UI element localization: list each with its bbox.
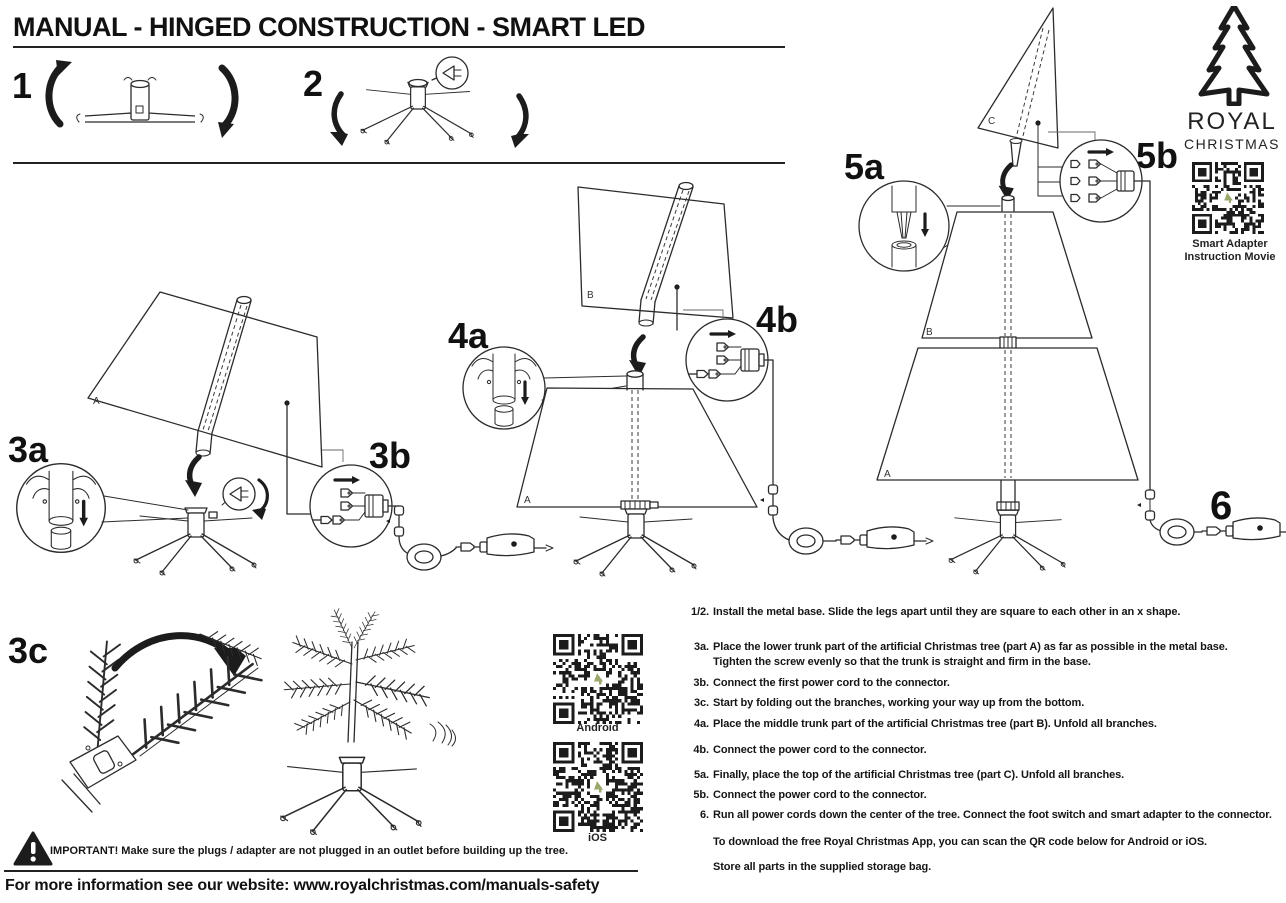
detail-5b-circle (1060, 140, 1142, 222)
part-b-label: B (587, 290, 594, 301)
instruction-row: 4a.Place the middle trunk part of the ar… (694, 718, 1157, 730)
qr-code-android (553, 634, 643, 724)
instruction-row: 3c.Start by folding out the branches, wo… (694, 697, 1085, 709)
page-title: MANUAL - HINGED CONSTRUCTION - SMART LED (13, 12, 645, 42)
section5-diagram: C B A (857, 7, 1286, 575)
step-1-number: 1 (12, 65, 33, 106)
section3-diagram: A (14, 291, 554, 576)
step2-open-base-diagram (330, 56, 529, 148)
qr-code-smart-adapter (1192, 162, 1264, 234)
part-b-label-2: B (926, 327, 933, 338)
step1-folded-base-diagram (45, 60, 239, 138)
instruction-row: Store all parts in the supplied storage … (713, 861, 932, 873)
step-4a-number: 4a (448, 315, 489, 356)
detail-5a-circle (857, 179, 951, 273)
step-3c-number: 3c (8, 630, 49, 671)
warning-triangle-icon (13, 831, 53, 866)
part-a-label-2: A (524, 495, 531, 506)
section4-diagram: B A (461, 181, 934, 577)
step-4b-number: 4b (756, 299, 799, 340)
detail-4a-circle (461, 345, 547, 431)
step-5a-number: 5a (844, 146, 885, 187)
instruction-row: 3a.Place the lower trunk part of the art… (694, 641, 1228, 653)
instruction-row: To download the free Royal Christmas App… (713, 836, 1208, 848)
footer-website-text: For more information see our website: ww… (5, 877, 600, 894)
detail-3a-circle (14, 461, 108, 555)
qr-smart-caption-line2: Instruction Movie (1184, 250, 1276, 263)
part-a-label: A (93, 396, 100, 407)
step-2-number: 2 (303, 63, 324, 104)
logo-text-christmas: CHRISTMAS (1184, 136, 1280, 152)
branch-hinge-closeup (61, 625, 266, 813)
qr-smart-caption-line1: Smart Adapter (1192, 238, 1268, 250)
step-5b-number: 5b (1136, 135, 1179, 176)
branch-folding-diagrams (61, 607, 456, 836)
detail-3b-circle (310, 465, 392, 547)
part-a-label-3: A (884, 469, 891, 480)
instruction-row: 6.Run all power cords down the center of… (700, 809, 1272, 821)
instruction-row: 4b.Connect the power cord to the connect… (693, 744, 927, 756)
instruction-row: 1/2.Install the metal base. Slide the le… (691, 606, 1181, 618)
qr-code-ios (553, 742, 643, 832)
instruction-row: 3b.Connect the first power cord to the c… (693, 677, 950, 689)
header-divider (13, 46, 785, 48)
qr-ios-label: iOS (588, 832, 607, 844)
qr-android-label: Android (576, 722, 619, 734)
instruction-row: 5a.Finally, place the top of the artific… (694, 769, 1125, 781)
instruction-row: Tighten the screw evenly so that the tru… (713, 656, 1091, 668)
steps12-divider (13, 162, 785, 164)
instruction-row: 5b.Connect the power cord to the connect… (693, 789, 927, 801)
step-3b-number: 3b (369, 435, 412, 476)
footer-divider (4, 870, 638, 872)
step-6-number: 6 (1210, 484, 1233, 528)
assembly-diagrams: A B (14, 7, 1286, 577)
step-3a-number: 3a (8, 429, 49, 470)
logo-text-royal: ROYAL (1187, 108, 1277, 135)
part-c-label: C (988, 116, 995, 127)
unfolded-tree-drawing (279, 607, 456, 836)
warning-text: IMPORTANT! Make sure the plugs / adapter… (50, 845, 569, 857)
detail-4b-circle (686, 319, 768, 401)
royal-christmas-tree-logo (1198, 6, 1270, 106)
